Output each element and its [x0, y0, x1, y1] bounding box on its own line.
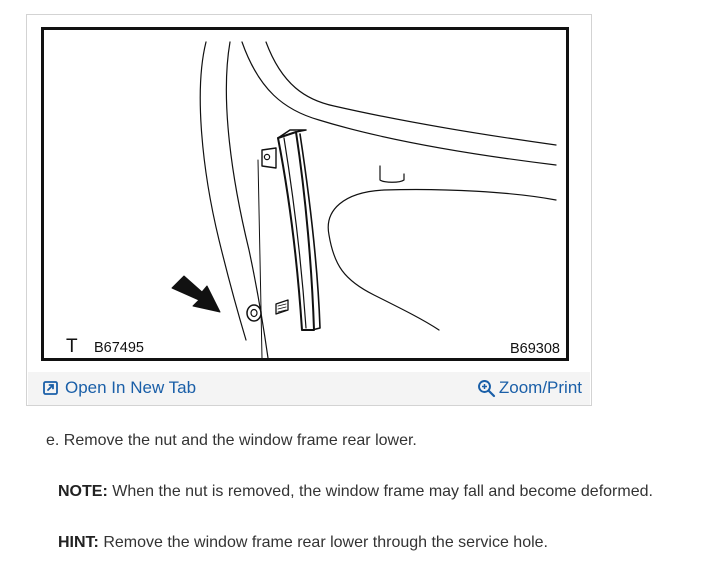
figure-label-t: T: [66, 336, 78, 357]
open-in-new-tab-link[interactable]: Open In New Tab: [42, 378, 196, 398]
step-instruction: e. Remove the nut and the window frame r…: [46, 432, 417, 449]
note-paragraph: NOTE: When the nut is removed, the windo…: [58, 483, 653, 501]
hint-text: Remove the window frame rear lower throu…: [98, 534, 548, 551]
note-text: When the nut is removed, the window fram…: [107, 483, 653, 500]
note-label: NOTE:: [58, 483, 108, 500]
zoom-print-link[interactable]: Zoom/Print: [477, 378, 582, 398]
figure-card: T B67495 B69308 Open In New Tab Zoom/Pri…: [26, 14, 592, 406]
figure-code-left: B67495: [94, 340, 144, 356]
service-illustration: T B67495 B69308: [41, 27, 569, 361]
figure-code-right: B69308: [510, 341, 560, 357]
figure-toolbar: Open In New Tab Zoom/Print: [28, 372, 590, 405]
open-new-tab-icon: [43, 381, 58, 395]
open-in-new-tab-label: Open In New Tab: [65, 378, 197, 397]
zoom-magnifier-icon: [477, 379, 495, 397]
window-frame-diagram: [171, 41, 557, 358]
zoom-print-label: Zoom/Print: [498, 378, 582, 397]
hint-paragraph: HINT: Remove the window frame rear lower…: [58, 534, 548, 552]
hint-label: HINT:: [58, 534, 99, 551]
